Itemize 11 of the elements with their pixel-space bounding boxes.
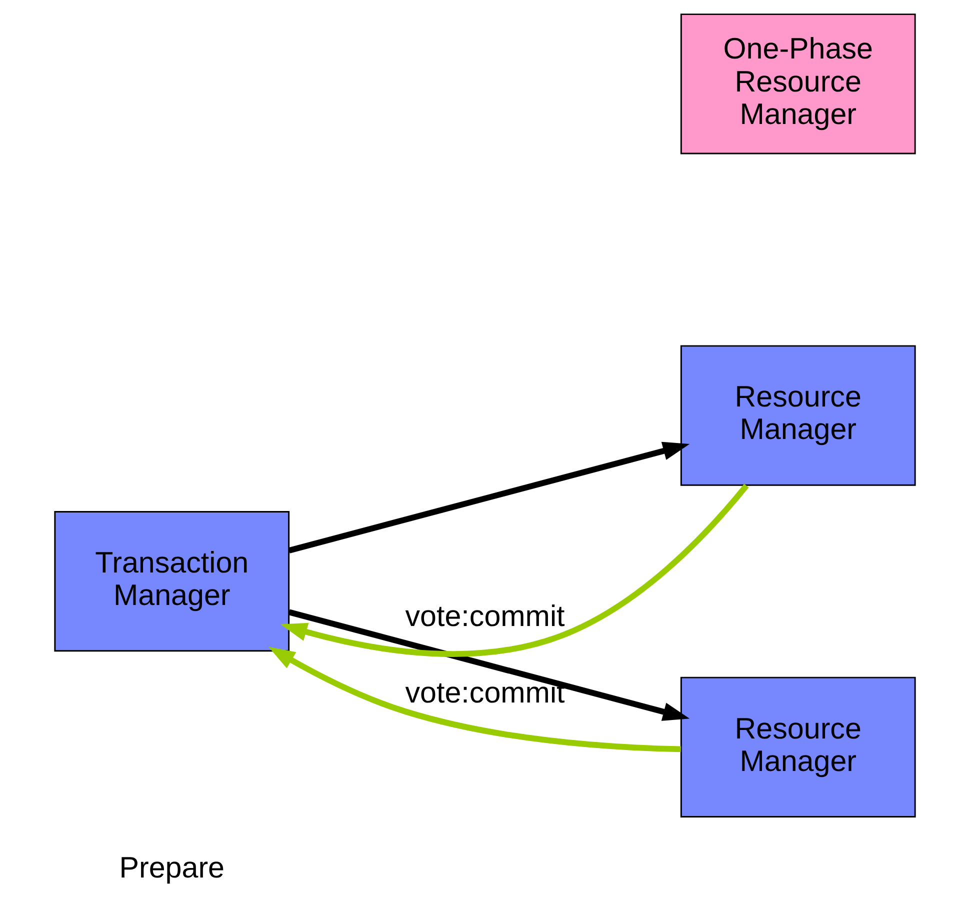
- node-box: One-Phase Resource Manager: [680, 14, 916, 154]
- arrow: [288, 442, 690, 554]
- arrow: [280, 484, 749, 657]
- edge-label: vote:commit: [405, 676, 565, 710]
- node-box: Resource Manager: [680, 345, 916, 486]
- node-box: Resource Manager: [680, 676, 916, 818]
- arrow: [288, 609, 690, 721]
- node-box: Transaction Manager: [54, 511, 290, 652]
- arrow: [268, 646, 681, 752]
- label: Prepare: [119, 851, 225, 884]
- edge-label: vote:commit: [405, 600, 565, 633]
